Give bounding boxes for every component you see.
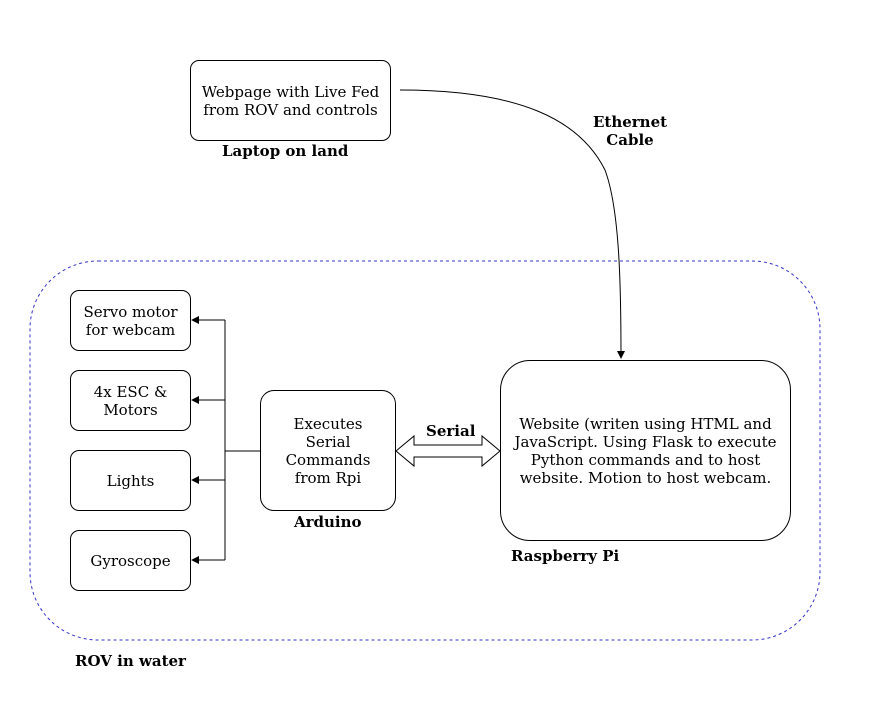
arduino-text: Executes Serial Commands from Rpi [285,414,371,487]
servo-motor-box: Servo motor for webcam [70,290,191,351]
laptop-label: Laptop on land [222,142,349,160]
lights-box: Lights [70,450,191,511]
rov-label: ROV in water [75,652,186,670]
servo-motor-text: Servo motor for webcam [83,302,178,339]
esc-motors-box: 4x ESC & Motors [70,370,191,431]
lights-text: Lights [106,471,155,490]
arduino-label: Arduino [294,513,362,531]
raspberry-pi-label: Raspberry Pi [511,547,620,565]
laptop-webpage-box: Webpage with Live Fed from ROV and contr… [190,60,391,141]
laptop-webpage-text: Webpage with Live Fed from ROV and contr… [201,82,380,119]
rov-boundary [29,260,821,641]
serial-label: Serial [426,422,476,440]
ethernet-label: Ethernet Cable [580,113,680,149]
esc-motors-text: 4x ESC & Motors [93,382,168,419]
gyroscope-box: Gyroscope [70,530,191,591]
raspberry-pi-box: Website (writen using HTML and JavaScrip… [500,360,791,541]
gyroscope-text: Gyroscope [90,551,171,570]
serial-double-arrow [395,434,501,468]
ethernet-label-line2: Cable [606,131,654,149]
ethernet-label-line1: Ethernet [592,113,668,131]
arduino-box: Executes Serial Commands from Rpi [260,390,396,511]
ethernet-cable-connector [399,89,625,359]
raspberry-pi-text: Website (writen using HTML and JavaScrip… [514,414,777,487]
